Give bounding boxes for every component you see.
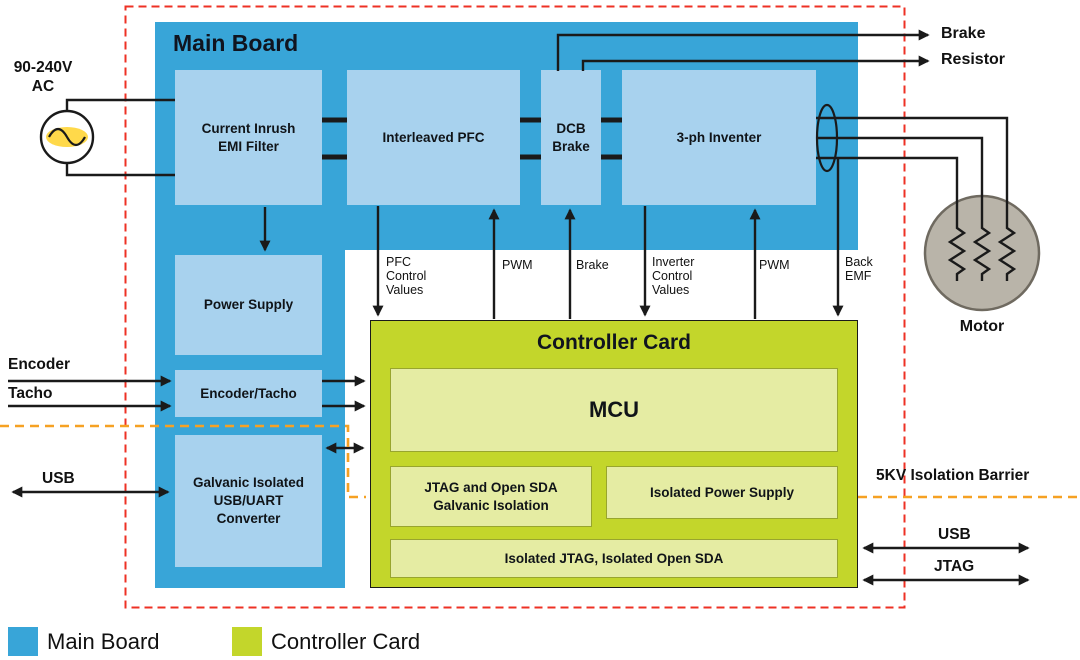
signal-back-emf: Back EMF: [845, 255, 873, 283]
isolation-barrier-label: 5KV Isolation Barrier: [876, 467, 1030, 484]
legend-main-board-label: Main Board: [47, 629, 160, 654]
signal-brake: Brake: [576, 258, 609, 272]
ac-source-label: 90-240V AC: [13, 59, 73, 95]
signal-pwm-pfc: PWM: [502, 258, 533, 272]
usb-right-label: USB: [938, 526, 971, 543]
brake-resistor-label: Brake Resistor: [941, 25, 1006, 68]
usb-left-label: USB: [42, 470, 75, 487]
tacho-label: Tacho: [8, 385, 53, 402]
legend-controller-card-label: Controller Card: [271, 629, 421, 654]
motor-label: Motor: [959, 318, 1005, 335]
signal-pfc-control-values: PFC Control Values: [386, 255, 427, 297]
legend-main-board-swatch: [8, 627, 38, 656]
signal-inverter-control-values: Inverter Control Values: [652, 255, 695, 297]
signal-pwm-inverter: PWM: [759, 258, 790, 272]
encoder-label: Encoder: [8, 356, 71, 373]
legend-controller-card-swatch: [232, 627, 262, 656]
jtag-right-label: JTAG: [934, 558, 975, 575]
main-board-title: Main Board: [173, 30, 299, 56]
controller-card-title: Controller Card: [536, 331, 691, 354]
